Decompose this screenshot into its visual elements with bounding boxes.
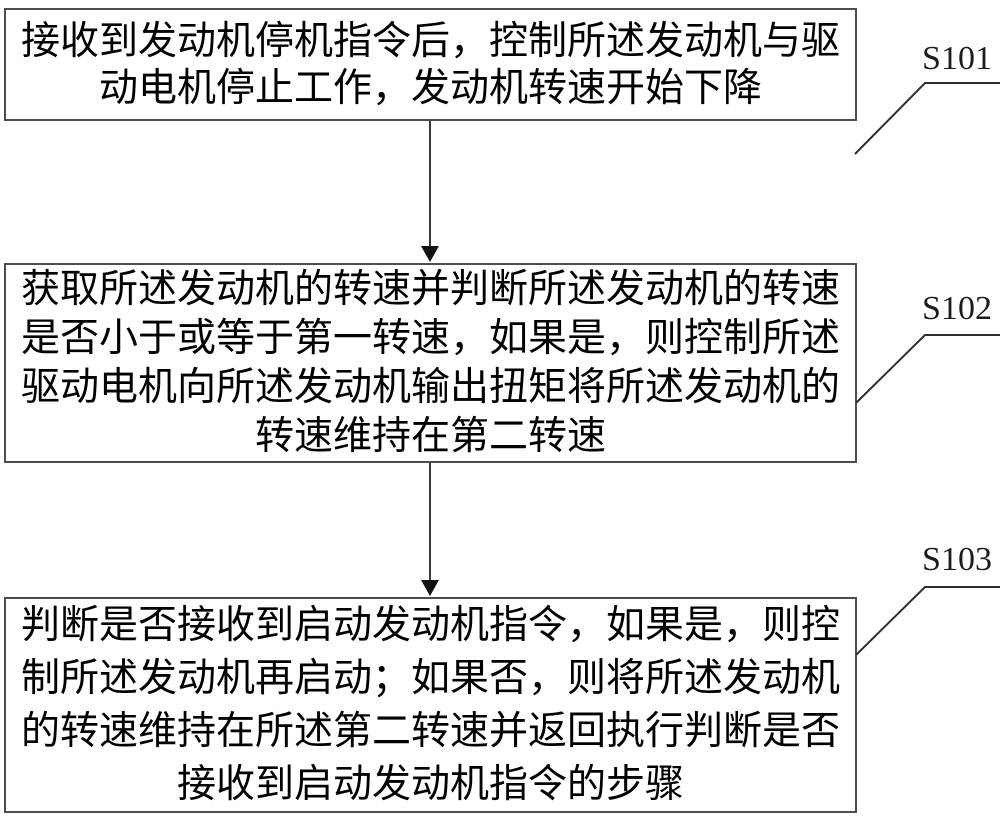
step-s103-text-line-3: 的转速维持在所述第二转速并返回执行判断是否 bbox=[20, 710, 840, 753]
leader-line-s103 bbox=[855, 586, 1000, 656]
leader-line-s101 bbox=[854, 82, 1000, 155]
step-s102-text-line-3: 驱动电机向所述发动机输出扭矩将所述发动机的 bbox=[20, 366, 840, 409]
flow-arrow-2-head bbox=[421, 580, 439, 596]
flow-arrow-2-line bbox=[429, 463, 431, 582]
step-box-s103: 判断是否接收到启动发动机指令，如果是，则控 制所述发动机再启动；如果否，则将所述… bbox=[4, 597, 857, 813]
step-s102-text-line-4: 转速维持在第二转速 bbox=[254, 415, 606, 458]
flow-arrow-1-line bbox=[429, 121, 431, 248]
step-label-s102: S102 bbox=[922, 290, 992, 327]
step-box-s102: 获取所述发动机的转速并判断所述发动机的转速 是否小于或等于第一转速，如果是，则控… bbox=[4, 263, 857, 463]
step-s103-text-line-1: 判断是否接收到启动发动机指令，如果是，则控 bbox=[20, 604, 840, 647]
step-label-s101: S101 bbox=[922, 40, 992, 77]
step-s102-text-line-2: 是否小于或等于第一转速，如果是，则控制所述 bbox=[20, 317, 840, 360]
step-s101-text-line-1: 接收到发动机停机指令后，控制所述发动机与驱 bbox=[20, 19, 840, 63]
step-s102-text-line-1: 获取所述发动机的转速并判断所述发动机的转速 bbox=[20, 268, 840, 311]
step-s103-text-line-4: 接收到启动发动机指令的步骤 bbox=[176, 763, 684, 806]
flow-arrow-1-head bbox=[421, 246, 439, 262]
step-s101-text-line-2: 动电机停止工作，发动机转速开始下降 bbox=[98, 66, 762, 110]
step-box-s101: 接收到发动机停机指令后，控制所述发动机与驱 动电机停止工作，发动机转速开始下降 bbox=[4, 8, 857, 121]
step-label-s103: S103 bbox=[922, 541, 992, 578]
leader-line-s102 bbox=[855, 334, 1000, 404]
step-s103-text-line-2: 制所述发动机再启动；如果否，则将所述发动机 bbox=[20, 657, 840, 700]
